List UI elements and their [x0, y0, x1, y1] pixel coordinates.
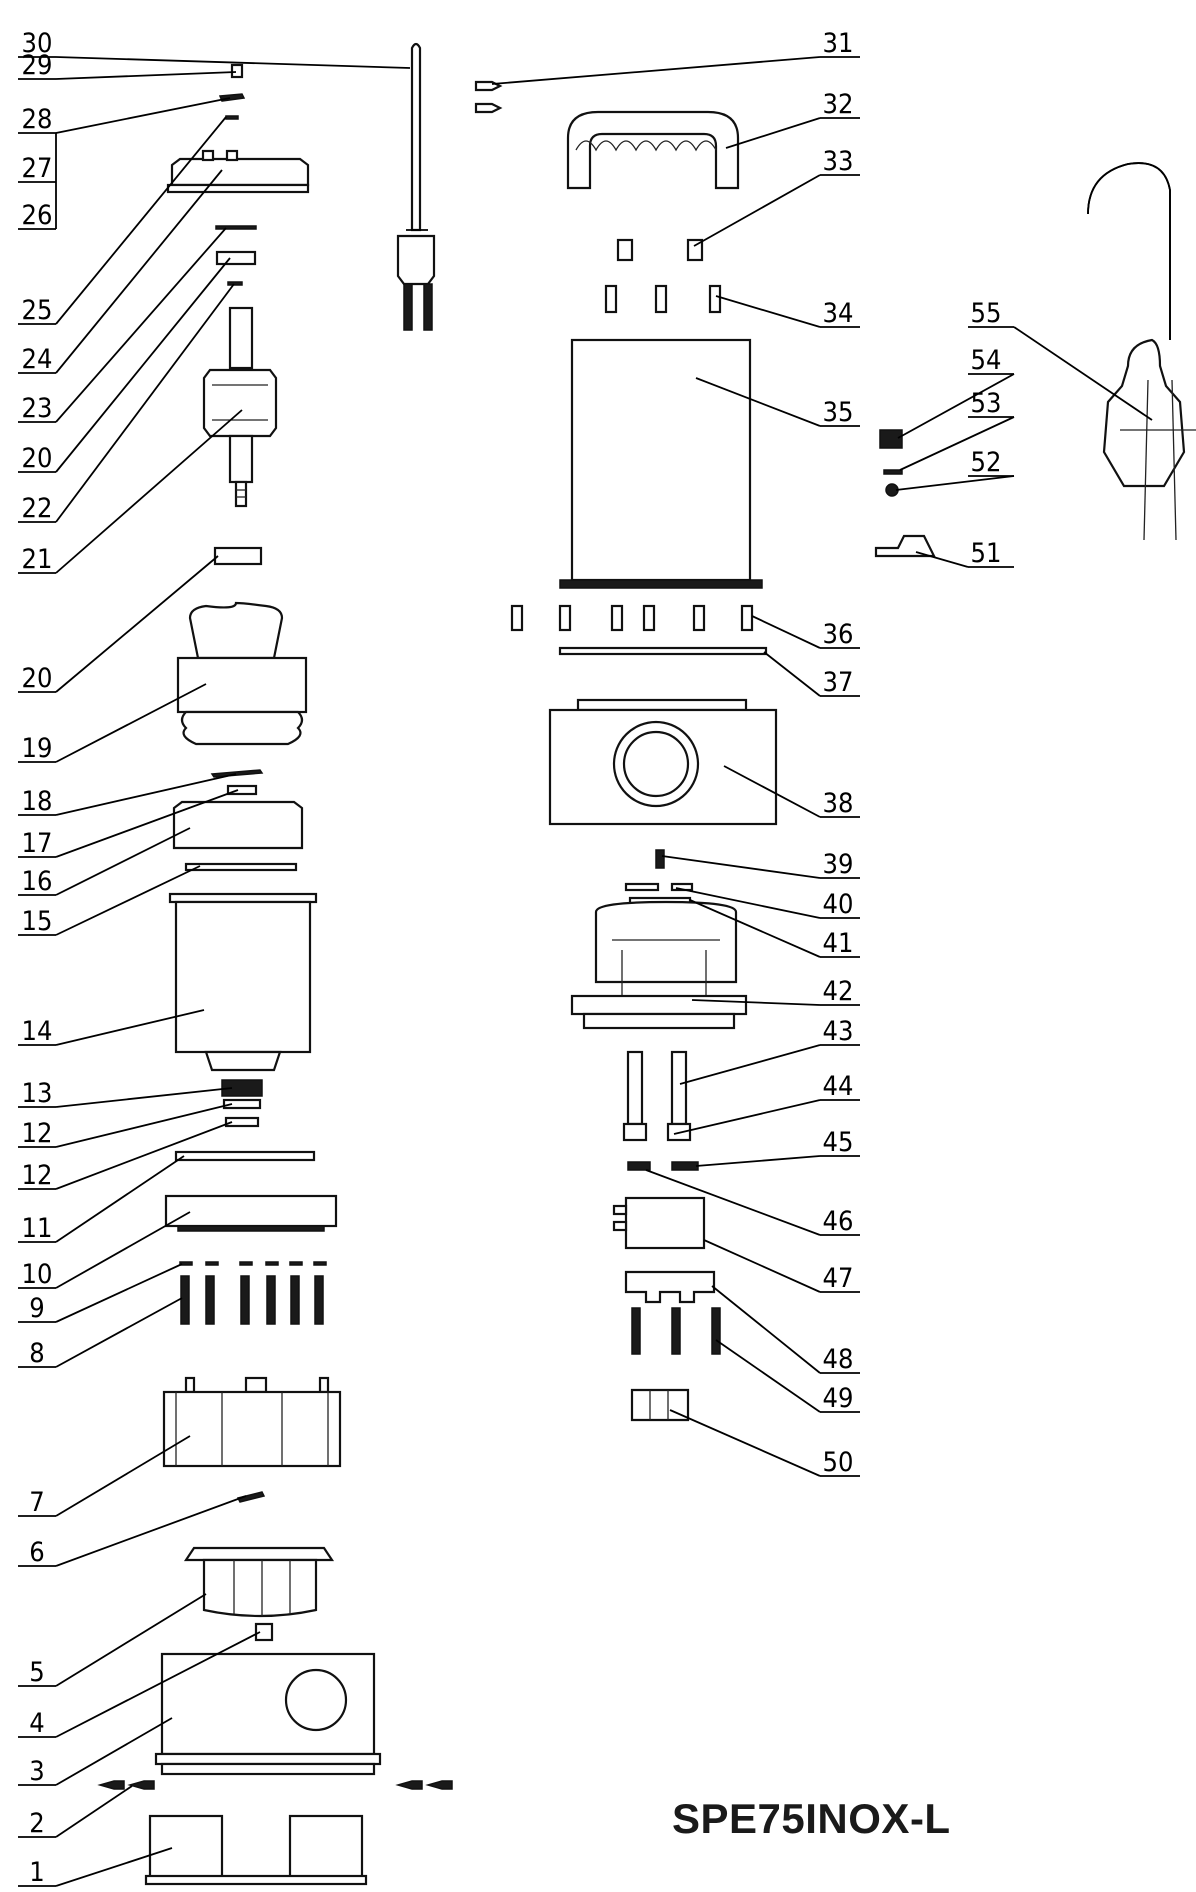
- part-labels-left: 3029282726252423202221201918171615141312…: [22, 28, 53, 1888]
- left-part-label: 14: [22, 1016, 53, 1047]
- left-part-label: 26: [22, 200, 53, 231]
- right-part-label: 31: [823, 28, 854, 59]
- left-part-label: 1: [29, 1857, 44, 1888]
- left-part-label: 22: [22, 493, 53, 524]
- left-part-label: 16: [22, 866, 53, 897]
- left-parts: [97, 63, 453, 1886]
- left-part-label: 25: [22, 295, 53, 326]
- left-part-label: 4: [29, 1708, 44, 1739]
- right-part-label: 40: [823, 889, 854, 920]
- right-part-label: 36: [823, 619, 854, 650]
- left-part-label: 7: [29, 1487, 44, 1518]
- part-labels-right: 31 32 33 34 35 55 54 53 52 51 36 37 38 39 40 41 42 43 44 45…: [823, 28, 1002, 1478]
- left-part-label: 12: [22, 1118, 53, 1149]
- leader-lines: [18, 56, 1153, 1887]
- left-part-label: 2: [29, 1808, 44, 1839]
- right-part-label: 43: [823, 1016, 854, 1047]
- left-part-label: 8: [29, 1338, 44, 1369]
- left-part-label: 17: [22, 828, 53, 859]
- right-part-label: 47: [823, 1263, 854, 1294]
- left-part-label: 30: [22, 28, 53, 59]
- left-part-label: 15: [22, 906, 53, 937]
- left-part-label: 13: [22, 1078, 53, 1109]
- left-part-label: 21: [22, 544, 53, 575]
- right-part-label: 37: [823, 667, 854, 698]
- right-part-label: 39: [823, 849, 854, 880]
- right-part-label: 42: [823, 976, 854, 1007]
- left-part-label: 20: [22, 443, 53, 474]
- right-part-label: 45: [823, 1127, 854, 1158]
- right-part-label: 48: [823, 1344, 854, 1375]
- right-part-label: 55: [971, 298, 1002, 329]
- right-part-label: 50: [823, 1447, 854, 1478]
- right-part-label: 49: [823, 1383, 854, 1414]
- left-part-label: 9: [29, 1293, 44, 1324]
- right-part-label: 32: [823, 89, 854, 120]
- right-part-label: 51: [971, 538, 1002, 569]
- left-part-label: 29: [22, 50, 53, 81]
- left-part-label: 11: [22, 1213, 53, 1244]
- left-part-label: 27: [22, 153, 53, 184]
- right-part-label: 54: [971, 345, 1002, 376]
- left-part-label: 5: [29, 1657, 44, 1688]
- right-part-label: 53: [971, 388, 1002, 419]
- float-switch: [874, 162, 1196, 558]
- power-cord: [396, 42, 436, 331]
- right-part-label: 46: [823, 1206, 854, 1237]
- right-part-label: 52: [971, 447, 1002, 478]
- right-part-label: 34: [823, 298, 854, 329]
- left-part-label: 19: [22, 733, 53, 764]
- left-part-label: 24: [22, 344, 53, 375]
- left-part-label: 6: [29, 1537, 44, 1568]
- right-part-label: 44: [823, 1071, 854, 1102]
- left-part-label: 28: [22, 104, 53, 135]
- left-part-label: 12: [22, 1160, 53, 1191]
- right-parts: [474, 80, 778, 1422]
- model-title: SPE75INOX-L: [672, 1795, 951, 1842]
- right-part-label: 33: [823, 146, 854, 177]
- right-part-label: 41: [823, 928, 854, 959]
- left-part-label: 3: [29, 1756, 44, 1787]
- left-part-label: 20: [22, 663, 53, 694]
- left-part-label: 18: [22, 786, 53, 817]
- left-part-label: 23: [22, 393, 53, 424]
- right-part-label: 35: [823, 397, 854, 428]
- right-part-label: 38: [823, 788, 854, 819]
- left-part-label: 10: [22, 1259, 53, 1290]
